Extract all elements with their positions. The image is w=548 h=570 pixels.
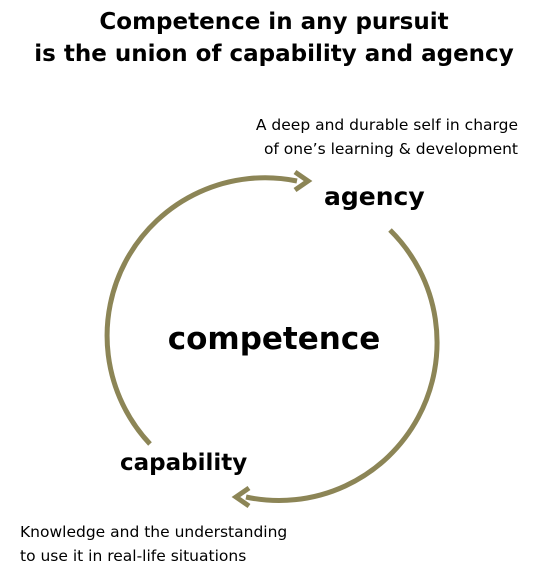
capability-description: Knowledge and the understanding to use i… bbox=[20, 520, 287, 568]
agency-description: A deep and durable self in charge of one… bbox=[256, 113, 518, 161]
cycle-arrow-capability-to-agency bbox=[104, 175, 298, 446]
center-label: competence bbox=[167, 321, 381, 357]
agency-description-line-2: of one’s learning & development bbox=[263, 140, 518, 158]
node-capability-label: capability bbox=[120, 450, 248, 476]
arrowhead-capability bbox=[231, 485, 251, 509]
title-line-1: Competence in any pursuit bbox=[99, 9, 449, 35]
capability-description-line-2: to use it in real-life situations bbox=[20, 547, 247, 565]
cycle-arrow-agency-to-capability bbox=[245, 228, 440, 503]
arrowhead-agency bbox=[293, 169, 313, 193]
node-agency-label: agency bbox=[324, 182, 425, 211]
capability-description-line-1: Knowledge and the understanding bbox=[20, 523, 288, 541]
diagram-title: Competence in any pursuit is the union o… bbox=[0, 6, 548, 70]
title-line-2: is the union of capability and agency bbox=[34, 41, 514, 67]
agency-description-line-1: A deep and durable self in charge bbox=[255, 116, 518, 134]
